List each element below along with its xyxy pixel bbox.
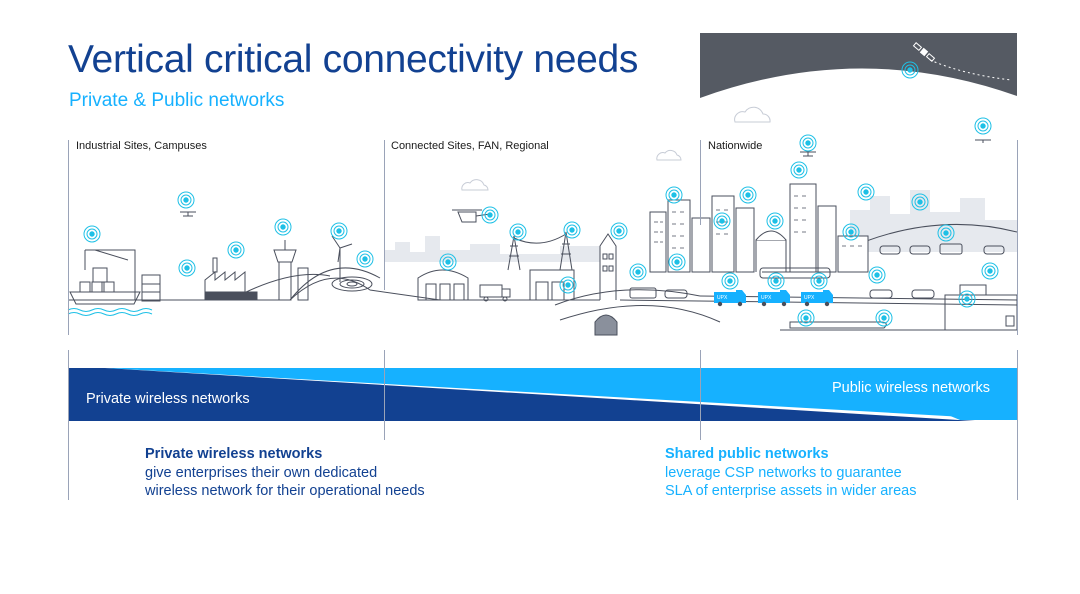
public-description-line2: SLA of enterprise assets in wider areas	[665, 483, 917, 499]
signal-icon	[83, 225, 101, 243]
water	[67, 308, 153, 312]
signal-icon	[767, 272, 785, 290]
signal-icon	[790, 161, 808, 179]
space-arc	[700, 33, 1017, 98]
signal-icon	[721, 272, 739, 290]
public-band	[105, 368, 1017, 420]
signal-icon	[875, 309, 893, 327]
signal-icon	[974, 117, 992, 135]
signal-icon	[739, 186, 757, 204]
signal-icon	[911, 193, 929, 211]
public-description: Shared public networks leverage CSP netw…	[665, 445, 916, 501]
drone-icons	[180, 139, 991, 217]
divider-mid2-bottom	[700, 350, 701, 440]
truck	[479, 284, 511, 302]
signal-icon	[901, 61, 919, 79]
van-label: UPX	[804, 295, 815, 301]
signal-icon	[958, 290, 976, 308]
signal-icon	[937, 224, 955, 242]
background-skyline	[385, 190, 1017, 262]
delivery-van: UPX	[758, 290, 790, 307]
private-description-heading: Private wireless networks	[145, 446, 323, 462]
public-description-heading: Shared public networks	[665, 446, 829, 462]
signal-icon	[610, 222, 628, 240]
signal-icon	[330, 222, 348, 240]
clock-tower	[599, 233, 617, 300]
delivery-vans: UPX UPX UPX	[714, 290, 833, 307]
page-subtitle: Private & Public networks	[69, 90, 285, 111]
signal-icon	[857, 183, 875, 201]
signal-icon	[799, 134, 817, 152]
divider-mid1-top	[384, 140, 385, 290]
signal-icon	[842, 223, 860, 241]
public-band-label: Public wireless networks	[832, 380, 990, 396]
signal-icon	[356, 250, 374, 268]
divider-right-bottom	[1017, 350, 1018, 500]
zone-label-nationwide: Nationwide	[708, 140, 763, 152]
signal-icon	[713, 212, 731, 230]
divider-right-top	[1017, 140, 1018, 335]
hospital	[944, 284, 1018, 331]
page-title: Vertical critical connectivity needs	[68, 38, 639, 81]
building-windows	[654, 195, 862, 249]
signal-icon	[668, 253, 686, 271]
delivery-van: UPX	[714, 290, 746, 307]
signal-icon	[509, 223, 527, 241]
divider-mid2-top	[700, 140, 701, 225]
signal-icon	[981, 262, 999, 280]
signal-icon	[563, 221, 581, 239]
van-label: UPX	[761, 295, 772, 301]
divider-mid1-bottom	[384, 350, 385, 440]
fire-station	[529, 269, 575, 301]
signal-icon	[766, 212, 784, 230]
signal-icons	[83, 61, 999, 327]
cars	[629, 243, 1005, 299]
mining-pit	[331, 276, 373, 292]
city-buildings	[649, 183, 869, 273]
ground	[68, 223, 1018, 331]
signal-icon	[274, 218, 292, 236]
signal-icon	[439, 253, 457, 271]
public-band-fill	[835, 368, 1017, 420]
cargo-ship	[69, 249, 161, 305]
private-description: Private wireless networks give enterpris…	[145, 445, 425, 501]
signal-icon	[481, 206, 499, 224]
public-description-line1: leverage CSP networks to guarantee	[665, 464, 902, 481]
divider-left-top	[68, 140, 69, 335]
private-band-label: Private wireless networks	[86, 391, 250, 407]
signal-icon	[665, 186, 683, 204]
signal-icon	[559, 276, 577, 294]
zone-label-regional: Connected Sites, FAN, Regional	[391, 140, 549, 152]
private-band	[68, 368, 975, 421]
signal-icon	[178, 259, 196, 277]
van-label: UPX	[717, 295, 728, 301]
warehouse	[417, 269, 469, 301]
control-tower	[273, 240, 309, 301]
factory	[204, 257, 258, 301]
delivery-van: UPX	[801, 290, 833, 307]
signal-icon	[227, 241, 245, 259]
signal-icon	[797, 309, 815, 327]
tunnel	[594, 314, 618, 336]
signal-icon	[868, 266, 886, 284]
zone-label-industrial: Industrial Sites, Campuses	[76, 140, 207, 152]
satellite-icon	[912, 42, 936, 62]
private-description-line1: give enterprises their own dedicated	[145, 464, 378, 481]
signal-icon	[810, 272, 828, 290]
divider-left-bottom	[68, 350, 69, 500]
signal-icon	[629, 263, 647, 281]
private-description-line2: wireless network for their operational n…	[145, 483, 425, 499]
wind-turbine	[331, 235, 353, 282]
signal-icon	[177, 191, 195, 209]
